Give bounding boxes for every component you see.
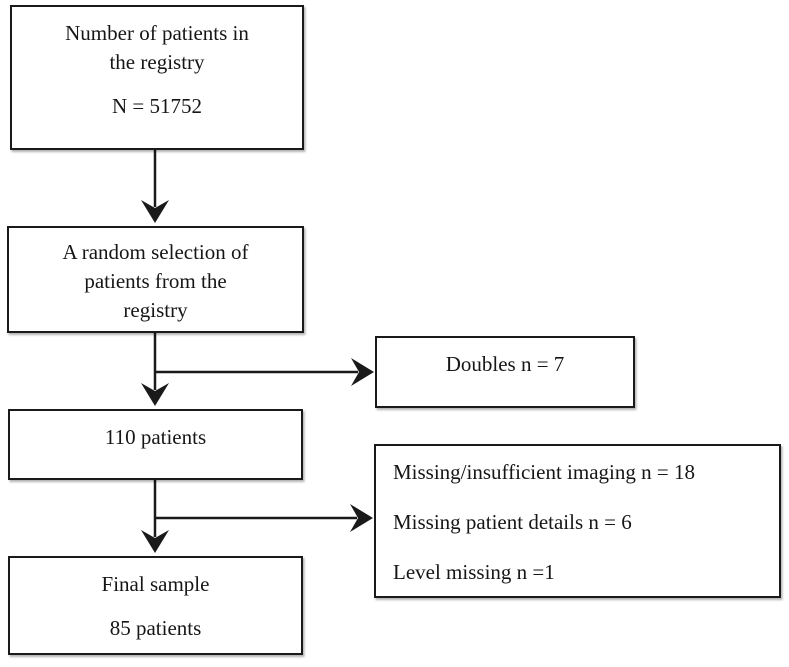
registry-text-line-2: the registry [109,50,205,74]
exclusion-line-details: Missing patient details n = 6 [393,510,632,534]
box-random-selection: A random selection of patients from the … [7,226,304,333]
doubles-label: Doubles n = 7 [445,352,565,376]
box-110-patients: 110 patients [8,409,303,480]
exclusion-line-imaging: Missing/insufficient imaging n = 18 [393,460,695,484]
box-final-sample: Final sample 85 patients [8,556,303,655]
random-selection-line-2: patients from the [84,269,227,293]
random-selection-line-1: A random selection of [62,240,249,264]
110-patients-label: 110 patients [104,425,207,449]
arrow-110-to-final-head [141,530,169,553]
exclusion-line-level: Level missing n =1 [393,560,555,584]
box-registry: Number of patients in the registry N = 5… [10,5,304,150]
arrow-branch-to-doubles-head [351,358,374,386]
registry-count: N = 51752 [111,94,202,118]
final-sample-count: 85 patients [109,616,202,640]
arrow-branch-to-exclusions-head [350,504,373,532]
random-selection-line-3: registry [123,298,188,322]
registry-text-line-1: Number of patients in [65,21,249,45]
box-exclusions: Missing/insufficient imaging n = 18 Miss… [374,444,781,598]
arrow-selection-to-110-head [141,383,169,406]
box-doubles: Doubles n = 7 [375,336,635,408]
arrow-registry-to-selection-head [141,200,169,223]
final-sample-title: Final sample [101,572,210,596]
